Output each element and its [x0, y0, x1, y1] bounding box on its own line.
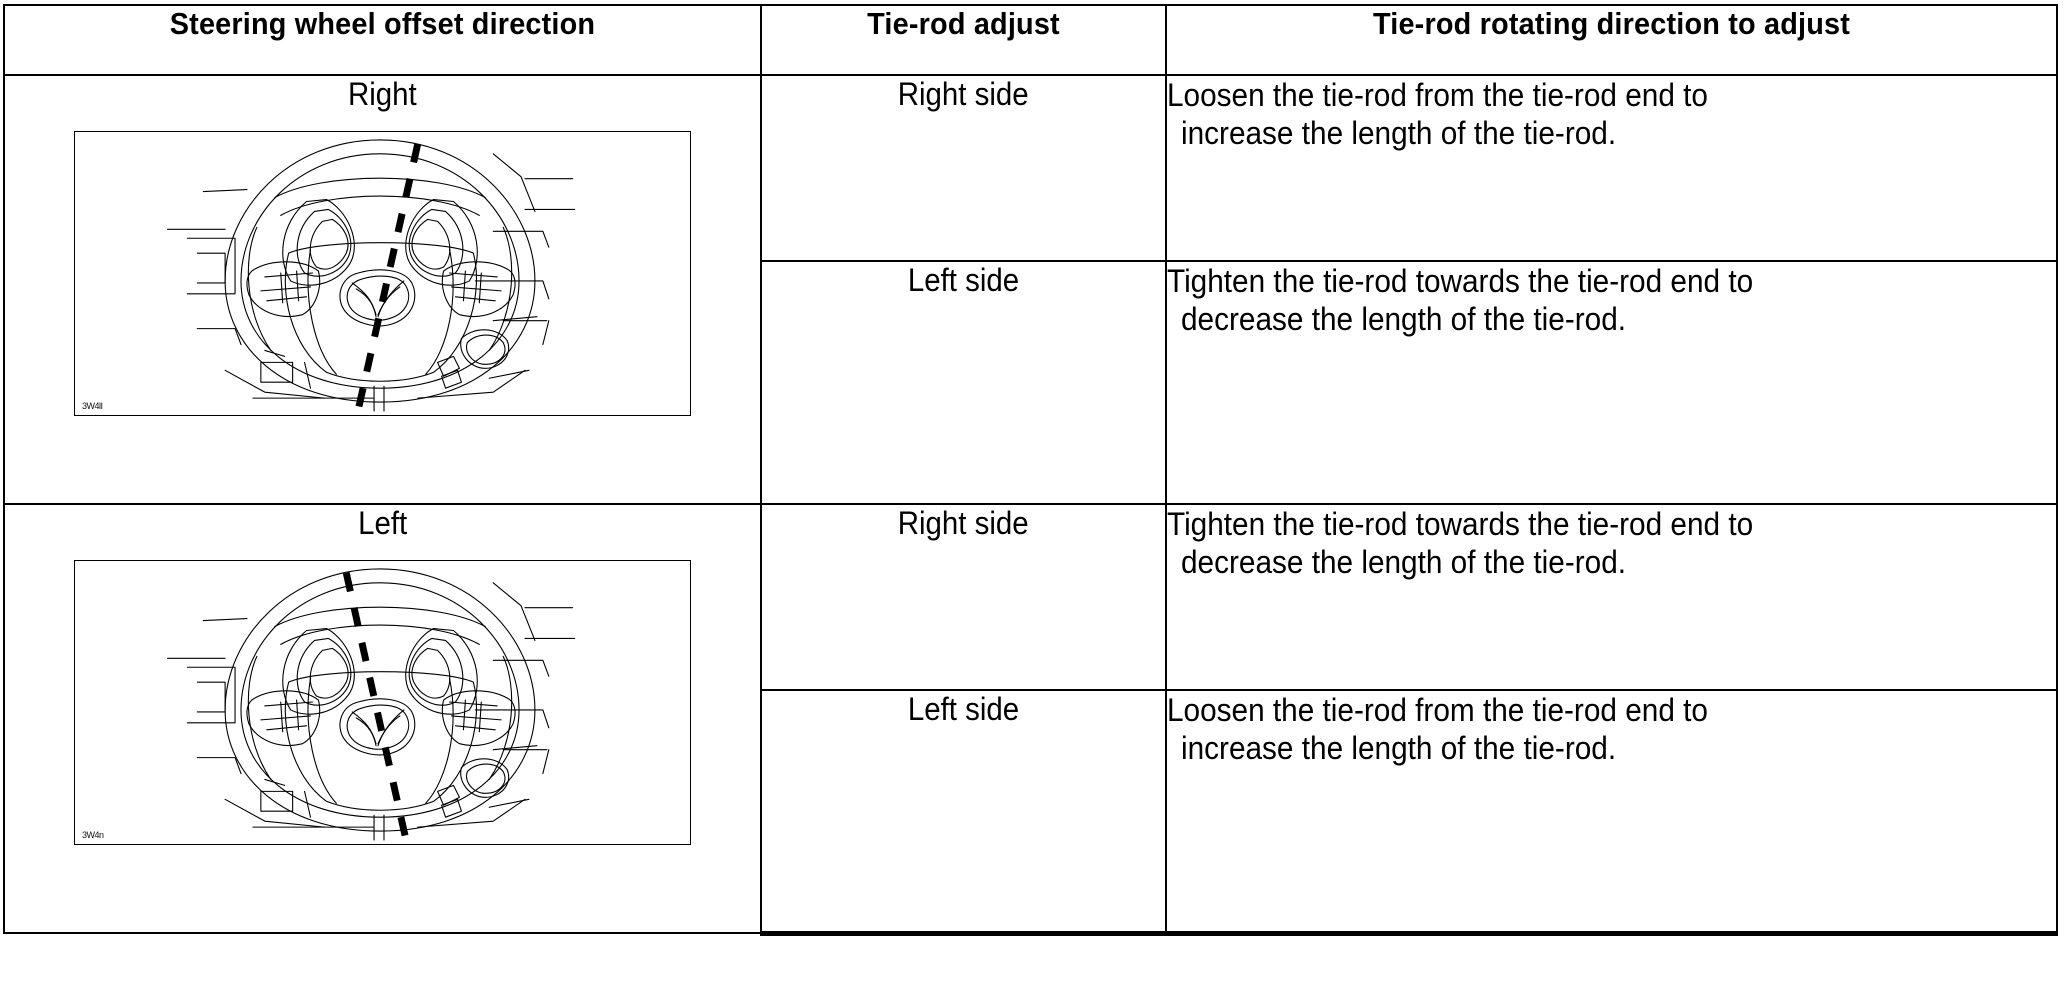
tie-rod-adjust-cell: Right side	[760, 74, 1167, 262]
table-row: Left side Loosen the tie-rod from the ti…	[4, 689, 2058, 936]
column-header-rotating-direction-label: Tie-rod rotating direction to adjust	[1372, 6, 1851, 41]
tie-rod-adjust-label: Left side	[907, 262, 1020, 298]
tie-rod-adjust-cell: Left side	[760, 260, 1167, 505]
table-header: Steering wheel offset direction Tie-rod …	[3, 4, 2058, 76]
tie-rod-adjust-cell: Right side	[760, 503, 1167, 691]
rotating-direction-cell: Tighten the tie-rod towards the tie-rod …	[1165, 260, 2058, 505]
table-row: Left	[3, 503, 2058, 934]
column-header-rotating-direction: Tie-rod rotating direction to adjust	[1165, 4, 2058, 76]
rotating-direction-line-2: decrease the length of the tie-rod.	[1181, 544, 1627, 581]
column-header-offset-direction: Steering wheel offset direction	[3, 4, 762, 76]
offset-dashed-line	[354, 143, 422, 411]
steering-wheel-drawing	[166, 568, 576, 841]
tie-rod-adjust-label: Right side	[898, 76, 1029, 112]
rotating-direction-cell: Loosen the tie-rod from the tie-rod end …	[1165, 74, 2058, 262]
header-row: Steering wheel offset direction Tie-rod …	[3, 4, 2058, 76]
tie-rod-adjust-cell: Left side	[760, 689, 1167, 936]
column-header-tie-rod-adjust-label: Tie-rod adjust	[867, 6, 1060, 41]
column-header-tie-rod-adjust: Tie-rod adjust	[760, 4, 1167, 76]
rotating-direction-line-1: Loosen the tie-rod from the tie-rod end …	[1167, 77, 1708, 113]
rotating-direction-line-1: Tighten the tie-rod towards the tie-rod …	[1167, 506, 1754, 542]
table-row: Left side Tighten the tie-rod towards th…	[4, 260, 2058, 505]
steering-adjustment-table: Steering wheel offset direction Tie-rod …	[3, 4, 2058, 936]
rotating-direction-line-1: Loosen the tie-rod from the tie-rod end …	[1167, 692, 1708, 728]
document-page: Steering wheel offset direction Tie-rod …	[0, 4, 2067, 989]
offset-direction-label: Right	[348, 76, 417, 112]
tie-rod-adjust-label: Left side	[907, 691, 1020, 727]
rotating-direction-line-2: increase the length of the tie-rod.	[1181, 730, 1617, 767]
tie-rod-adjust-label: Right side	[898, 505, 1029, 541]
figure-id-label: 3W4n	[82, 830, 104, 840]
table-group-left: Left	[3, 503, 2058, 936]
offset-direction-cell-left: Left	[3, 503, 762, 934]
rotating-direction-line-2: decrease the length of the tie-rod.	[1181, 301, 1627, 338]
rotating-direction-cell: Tighten the tie-rod towards the tie-rod …	[1165, 503, 2058, 691]
table-row: Right	[3, 74, 2058, 505]
offset-direction-label: Left	[357, 505, 408, 541]
column-header-offset-direction-label: Steering wheel offset direction	[169, 6, 596, 41]
table-group-right: Right	[3, 74, 2058, 505]
rotating-direction-cell: Loosen the tie-rod from the tie-rod end …	[1165, 689, 2058, 936]
steering-wheel-illustration-left: 3W4n	[74, 560, 691, 845]
figure-id-label: 3W4lI	[82, 401, 103, 411]
steering-wheel-drawing	[166, 139, 576, 412]
offset-direction-cell-right: Right	[3, 74, 762, 505]
offset-dashed-line	[342, 572, 410, 840]
rotating-direction-line-1: Tighten the tie-rod towards the tie-rod …	[1167, 263, 1754, 299]
rotating-direction-line-2: increase the length of the tie-rod.	[1181, 115, 1617, 152]
steering-wheel-illustration-right: 3W4lI	[74, 131, 691, 416]
